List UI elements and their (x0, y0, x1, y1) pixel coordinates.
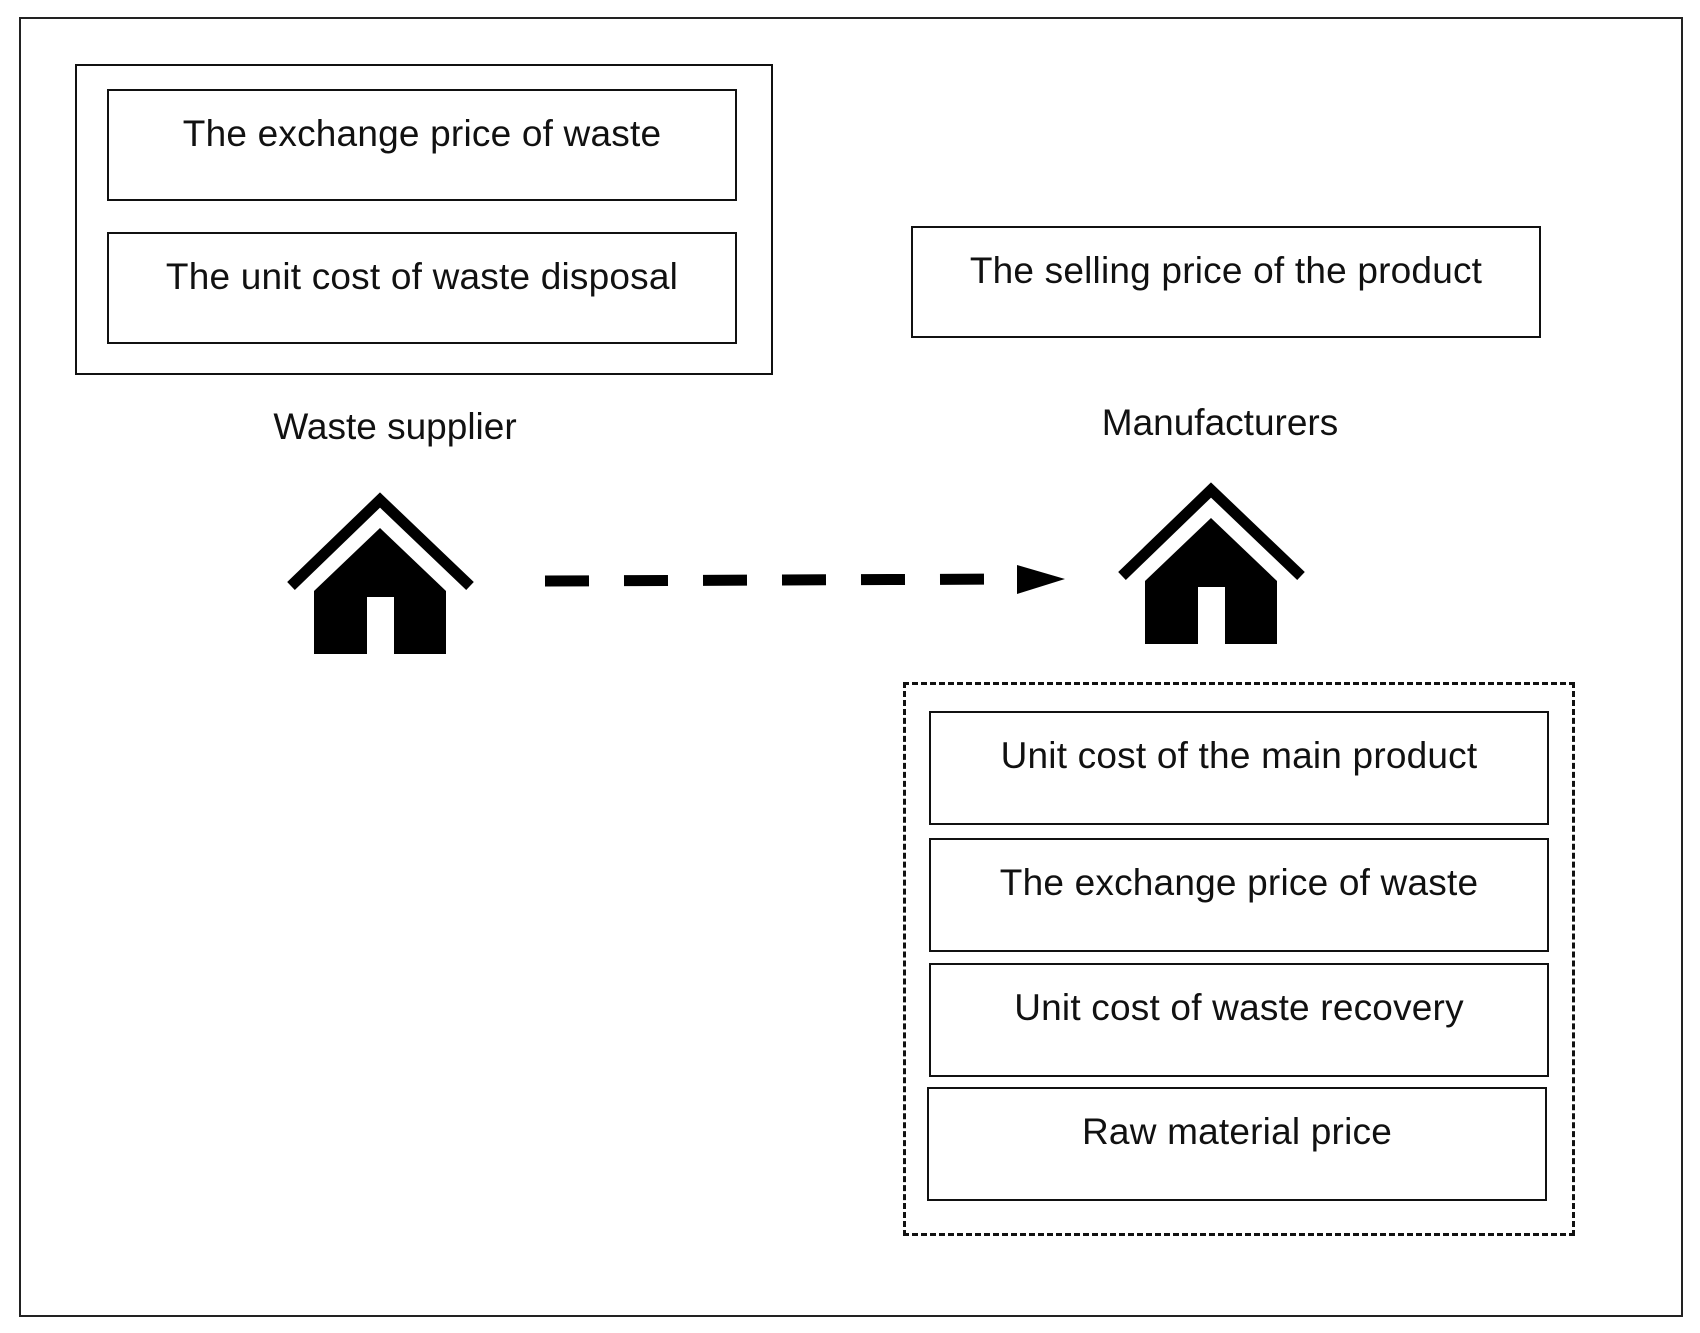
manufacturer-attribute-group (903, 682, 1575, 1236)
supplier-attribute-box: The exchange price of waste (107, 89, 737, 201)
supplier-attribute-group (75, 64, 773, 375)
manufacturer-house-icon (1118, 482, 1305, 644)
manufacturer-label: Manufacturers (1101, 402, 1339, 443)
supplier-attribute-label: The unit cost of waste disposal (165, 256, 679, 297)
manufacturer-attribute-label: The exchange price of waste (999, 862, 1479, 903)
manufacturer-attribute-box: Unit cost of waste recovery (929, 963, 1549, 1077)
manufacturer-attribute-label: Raw material price (1082, 1111, 1392, 1152)
supplier-house-icon (287, 492, 474, 654)
manufacturer-selling-price-box: The selling price of the product (911, 226, 1541, 338)
manufacturer-attribute-box: The exchange price of waste (929, 838, 1549, 952)
supplier-label: Waste supplier (273, 406, 517, 447)
diagram-frame (19, 17, 1683, 1317)
manufacturer-attribute-label: Unit cost of the main product (1000, 735, 1478, 776)
manufacturer-selling-price-label: The selling price of the product (969, 250, 1483, 291)
manufacturer-attribute-box: Raw material price (927, 1087, 1547, 1201)
supplier-attribute-box: The unit cost of waste disposal (107, 232, 737, 344)
manufacturer-attribute-label: Unit cost of waste recovery (1014, 987, 1464, 1028)
manufacturer-attribute-box: Unit cost of the main product (929, 711, 1549, 825)
supply-flow-arrow-icon (544, 565, 1065, 594)
supplier-attribute-label: The exchange price of waste (182, 113, 662, 154)
